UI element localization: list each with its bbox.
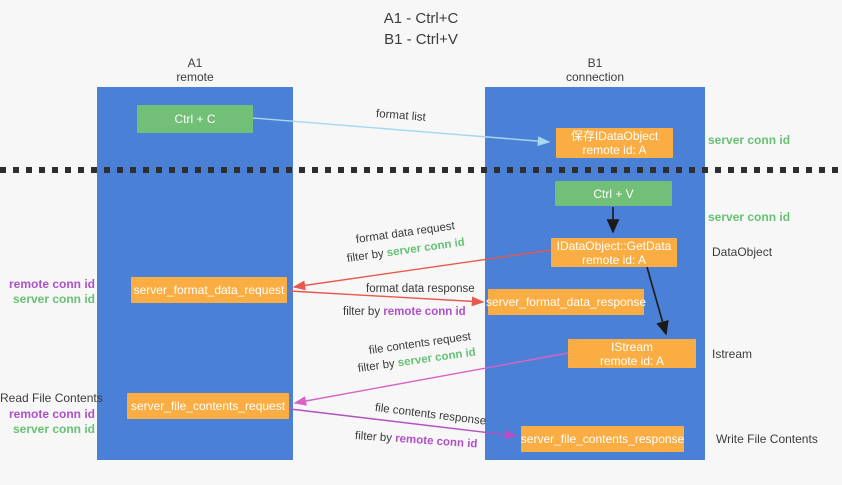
node-save-idataobject-line2: remote id: A: [582, 143, 647, 157]
label-remote-conn-id-text: remote conn id: [394, 432, 478, 451]
node-save-idataobject-line1: 保存IDataObject: [570, 129, 659, 143]
node-istream: IStream remote id: A: [568, 339, 696, 368]
left-label-read-file-contents: Read File Contents: [0, 391, 103, 405]
label-format-data-response: format data response: [366, 283, 475, 295]
diagram-title-line1: A1 - Ctrl+C: [383, 10, 459, 27]
node-ctrl-c: Ctrl + C: [137, 105, 253, 133]
diagram-title-line2: B1 - Ctrl+V: [384, 31, 458, 48]
node-server-file-contents-response-label: server_file_contents_response: [520, 432, 685, 446]
node-save-idataobject: 保存IDataObject remote id: A: [556, 128, 673, 158]
column-a-id: A1: [187, 56, 203, 70]
node-istream-line1: IStream: [610, 339, 653, 354]
right-label-server-conn-id-top: server conn id: [708, 133, 791, 147]
right-label-write-file-contents: Write File Contents: [716, 432, 818, 446]
column-b-id: B1: [587, 56, 603, 70]
label-filter-by-text: filter by: [343, 306, 384, 318]
column-a-header: A1 remote: [97, 56, 293, 84]
node-server-format-data-request: server_format_data_request: [131, 277, 287, 303]
node-idataobject-getdata-line2: remote id: A: [581, 252, 647, 267]
dashed-separator-line: [0, 167, 842, 173]
column-b-name: connection: [565, 70, 625, 84]
label-format-list: format list: [375, 108, 427, 124]
node-server-file-contents-response: server_file_contents_response: [521, 426, 684, 452]
left-label-remote-conn-id-1: remote conn id: [8, 277, 95, 291]
label-filter-by-remote-conn-id-1: filter by remote conn id: [343, 306, 466, 318]
label-filter-by-text: filter by: [346, 247, 388, 265]
left-label-remote-conn-id-2: remote conn id: [8, 407, 95, 421]
node-istream-line2: remote id: A: [599, 353, 665, 368]
node-ctrl-c-label: Ctrl + C: [174, 112, 216, 126]
right-label-dataobject: DataObject: [712, 245, 773, 259]
node-ctrl-v: Ctrl + V: [555, 181, 672, 206]
label-remote-conn-id-text: remote conn id: [383, 306, 466, 318]
right-label-istream: Istream: [712, 347, 753, 361]
label-filter-by-remote-conn-id-2: filter by remote conn id: [355, 430, 478, 451]
node-server-format-data-request-label: server_format_data_request: [133, 283, 285, 297]
node-idataobject-getdata-line1: IDataObject::GetData: [556, 238, 672, 253]
label-filter-by-text: filter by: [357, 357, 399, 375]
label-file-contents-response: file contents response: [374, 402, 487, 428]
node-server-format-data-response: server_format_data_response: [485, 289, 647, 315]
node-idataobject-getdata: IDataObject::GetData remote id: A: [551, 238, 677, 267]
column-b-header: B1 connection: [485, 56, 705, 84]
node-server-file-contents-request-label: server_file_contents_request: [130, 399, 286, 413]
node-ctrl-v-label: Ctrl + V: [593, 186, 634, 201]
left-label-conn-ids-1: remote conn id server conn id: [0, 277, 95, 307]
node-server-format-data-response-label: server_format_data_response: [485, 295, 647, 309]
right-label-server-conn-id-mid: server conn id: [708, 210, 791, 224]
column-a-name: remote: [176, 70, 214, 84]
node-server-file-contents-request: server_file_contents_request: [127, 393, 289, 419]
left-label-server-conn-id-2: server conn id: [12, 422, 95, 436]
label-filter-by-text: filter by: [354, 430, 396, 445]
left-label-server-conn-id-1: server conn id: [12, 292, 95, 306]
left-label-conn-ids-2: remote conn id server conn id: [0, 407, 95, 437]
diagram-title: A1 - Ctrl+C B1 - Ctrl+V: [0, 8, 842, 50]
